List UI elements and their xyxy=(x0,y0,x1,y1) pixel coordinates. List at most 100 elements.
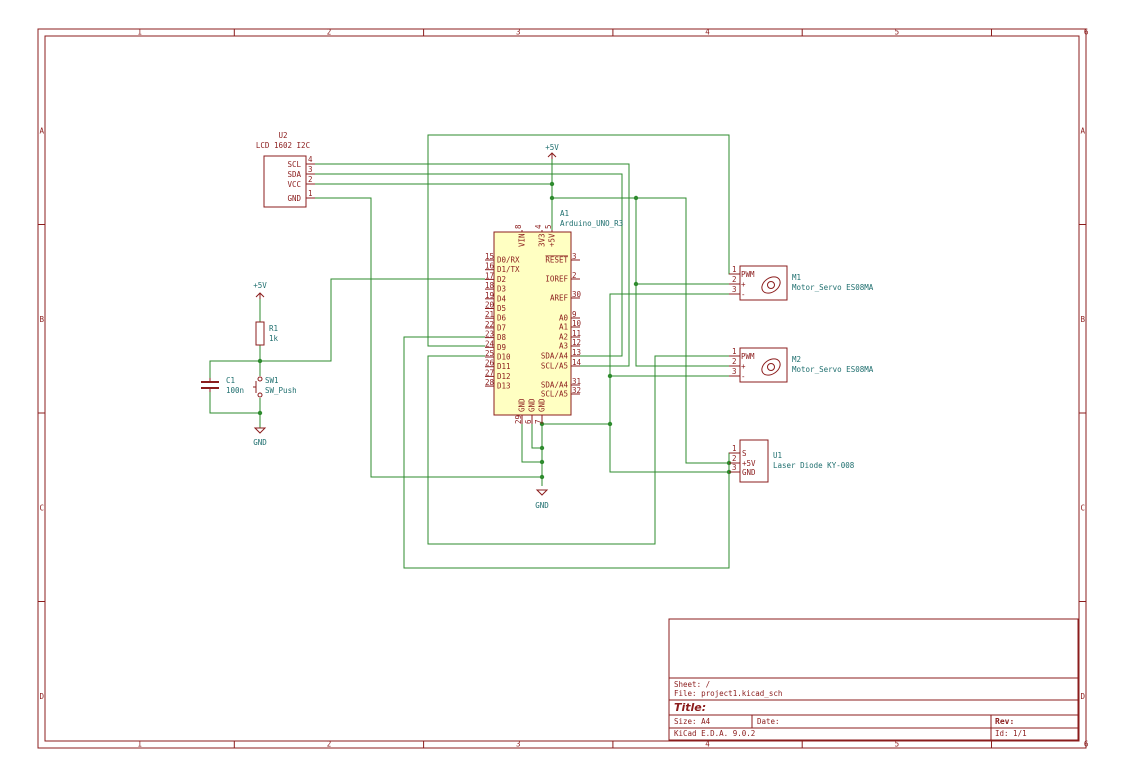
frame-row-label: B xyxy=(1081,315,1086,324)
r1-ref: R1 xyxy=(269,324,278,333)
arduino-right-pin-label: SCL/A5 xyxy=(541,390,568,399)
arduino-right-pin-label: SDA/A4 xyxy=(541,352,569,361)
resistor-r1[interactable]: R1 1k xyxy=(255,321,279,346)
arduino-left-pin-label: D12 xyxy=(497,372,511,381)
sw1-value: SW_Push xyxy=(265,386,297,395)
m1-pin-num: 1 xyxy=(732,265,737,274)
lcd-pin-num: 1 xyxy=(308,189,313,198)
power-5v-top-label: +5V xyxy=(545,143,559,152)
frame-row-label: D xyxy=(40,692,45,701)
arduino-left-pin-label: D5 xyxy=(497,304,506,313)
frame-row-label: C xyxy=(1081,503,1086,512)
arduino-left-pin-label: D6 xyxy=(497,314,507,323)
arduino-left-pin-label: D7 xyxy=(497,323,506,332)
frame-column-label: 4 xyxy=(705,740,710,749)
m1-pin-plus: + xyxy=(741,280,746,289)
arduino-left-pin-label: D3 xyxy=(497,285,506,294)
arduino-bottom-pin-num: 29 xyxy=(514,415,523,424)
u1-pin-num: 2 xyxy=(732,454,737,463)
u1-value: Laser Diode KY-008 xyxy=(773,461,855,470)
m2-pin-num: 2 xyxy=(732,357,737,366)
arduino-right-pin-num: 3 xyxy=(572,252,577,261)
lcd-pin-scl: SCL xyxy=(287,160,301,169)
m2-pin-minus: - xyxy=(741,372,746,381)
wires xyxy=(209,134,733,569)
frame-column-label: 3 xyxy=(516,28,521,37)
capacitor-c1[interactable]: C1 100n xyxy=(201,376,244,395)
m1-ref: M1 xyxy=(792,273,801,282)
arduino-left-pin-label: D0/RX xyxy=(497,256,520,265)
gnd-main-label: GND xyxy=(535,501,549,510)
arduino-top-pin-num: 4 xyxy=(534,224,543,229)
frame-column-label: 6 xyxy=(1084,28,1089,37)
switch-sw1[interactable]: SW1 SW_Push xyxy=(253,376,297,398)
frame-row-label: C xyxy=(40,503,45,512)
arduino-left-pin-num: 21 xyxy=(485,310,494,319)
arduino-value: Arduino_UNO_R3 xyxy=(560,219,623,228)
arduino-bottom-pin-num: 6 xyxy=(524,419,533,424)
title-block-id: Id: 1/1 xyxy=(995,729,1027,738)
arduino-right-pin-num: 11 xyxy=(572,329,581,338)
title-block-tool: KiCad E.D.A. 9.0.2 xyxy=(674,729,755,738)
m1-pin-pwm: PWM xyxy=(741,270,755,279)
arduino-bottom-pin-label: GND xyxy=(538,398,547,412)
frame-column-label: 5 xyxy=(895,28,900,37)
frame-row-label: D xyxy=(1081,692,1086,701)
servo-m1[interactable]: PWM + - 1 2 3 M1 Motor_Servo ES08MA xyxy=(729,265,874,301)
lcd-ref: U2 xyxy=(278,131,287,140)
power-5v-left: +5V xyxy=(253,281,267,299)
arduino-left-pin-label: D4 xyxy=(497,294,507,303)
frame-column-label: 5 xyxy=(895,740,900,749)
arduino-left-pin-label: D8 xyxy=(497,333,507,342)
m2-ref: M2 xyxy=(792,355,801,364)
u1-pin-s: S xyxy=(742,449,747,458)
frame-column-label: 1 xyxy=(137,740,142,749)
arduino-left-pin-label: D10 xyxy=(497,353,511,362)
lcd-value: LCD 1602 I2C xyxy=(256,141,310,150)
r1-value: 1k xyxy=(269,334,279,343)
laser-u1[interactable]: S +5V GND 1 2 3 U1 Laser Diode KY-008 xyxy=(729,439,855,483)
arduino-bottom-pin-num: 7 xyxy=(534,419,543,424)
arduino-left-pin-num: 16 xyxy=(485,262,495,271)
m2-pin-num: 3 xyxy=(732,367,737,376)
arduino-left-pin-num: 23 xyxy=(485,330,494,339)
m1-value: Motor_Servo ES08MA xyxy=(792,283,874,292)
u1-pin-num: 1 xyxy=(732,444,737,453)
title-block: Sheet: / File: project1.kicad_sch Title:… xyxy=(668,618,1079,741)
title-block-title: Title: xyxy=(674,701,706,714)
frame-row-label: A xyxy=(40,126,45,135)
m2-pin-num: 1 xyxy=(732,347,737,356)
arduino-right-pin-label: A2 xyxy=(559,333,568,342)
arduino-a1[interactable]: A1 Arduino_UNO_R3 D0/RX15D1/TX16D217D318… xyxy=(485,209,623,424)
arduino-right-pin-num: 30 xyxy=(572,290,582,299)
servo-m2[interactable]: PWM + - 1 2 3 M2 Motor_Servo ES08MA xyxy=(729,347,874,383)
frame-column-label: 2 xyxy=(327,28,332,37)
lcd-pin-gnd: GND xyxy=(287,194,301,203)
m1-pin-minus: - xyxy=(741,290,746,299)
u1-pin-gnd: GND xyxy=(742,468,756,477)
arduino-right-pin-num: 31 xyxy=(572,377,581,386)
lcd-u2[interactable]: U2 LCD 1602 I2C SCL SDA VCC GND 4 3 2 1 xyxy=(256,131,315,208)
frame-column-label: 1 xyxy=(137,28,142,37)
arduino-right-pin-num: 10 xyxy=(572,319,582,328)
gnd-left-label: GND xyxy=(253,438,267,447)
arduino-right-pin-num: 12 xyxy=(572,338,581,347)
arduino-top-pin-label: 3V3 xyxy=(538,233,547,247)
arduino-left-pin-num: 27 xyxy=(485,368,494,377)
title-block-rev: Rev: xyxy=(995,717,1014,726)
arduino-right-pin-label: IOREF xyxy=(545,275,568,284)
title-block-file: File: project1.kicad_sch xyxy=(674,689,782,698)
arduino-left-pin-num: 19 xyxy=(485,291,494,300)
arduino-bottom-pin-label: GND xyxy=(518,398,527,412)
arduino-top-pin-label: +5V xyxy=(548,233,557,247)
frame-column-label: 2 xyxy=(327,740,332,749)
power-5v-top: +5V xyxy=(545,143,559,159)
lcd-pin-num: 4 xyxy=(308,155,313,164)
m1-pin-num: 3 xyxy=(732,285,737,294)
arduino-right-pin-num: 14 xyxy=(572,358,582,367)
arduino-left-pin-num: 15 xyxy=(485,252,494,261)
gnd-left: GND xyxy=(253,427,267,447)
arduino-right-pin-label: A0 xyxy=(559,314,569,323)
